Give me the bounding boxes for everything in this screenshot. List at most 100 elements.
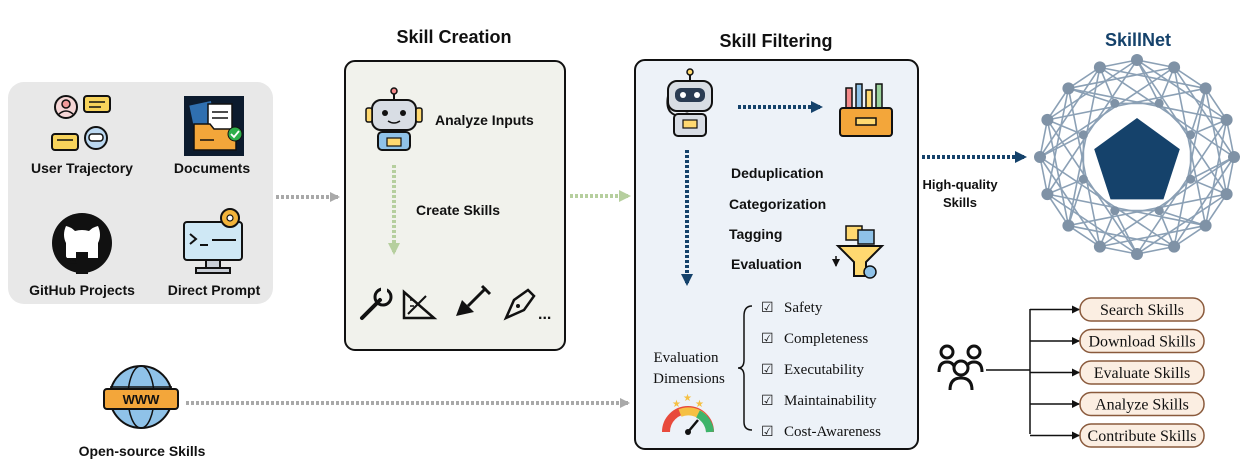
network-node [1062, 219, 1075, 232]
network-edge [1204, 193, 1228, 227]
user-trajectory-label: User Trajectory [31, 160, 133, 176]
search-skills-button[interactable]: Search Skills [1079, 297, 1205, 322]
eval-dimensions-label-line2: Dimensions [653, 371, 725, 387]
create-skills-label: Create Skills [416, 202, 500, 218]
user-trajectory-icon [51, 95, 111, 151]
ruler-triangle-icon [402, 289, 438, 320]
toolbox-icon [839, 83, 893, 137]
wrench-icon [360, 285, 393, 320]
network-node [1093, 61, 1106, 74]
network-node [1110, 98, 1120, 108]
check-glyph: ☑ [761, 423, 774, 439]
network-node [1131, 54, 1143, 66]
network-edge [1068, 224, 1175, 248]
network-node [1034, 151, 1046, 163]
network-edge [1190, 156, 1235, 180]
www-text: WWW [123, 392, 161, 407]
network-node [1228, 151, 1240, 163]
network-node [1199, 219, 1212, 232]
gauge-icon: ★ ★ ★ [662, 393, 714, 435]
network-edge [1067, 178, 1085, 226]
step-categorization: Categorization [729, 196, 826, 212]
network-edge [1190, 178, 1227, 195]
analyze-skills-button[interactable]: Analyze Skills [1079, 391, 1205, 417]
skill-filtering-title: Skill Filtering [719, 31, 832, 51]
search-skills-label: Search Skills [1100, 302, 1184, 319]
network-edge [1046, 88, 1070, 195]
network-node [1041, 113, 1054, 126]
analyze-skills-label: Analyze Skills [1095, 397, 1189, 414]
dimensions-brace [737, 305, 753, 431]
svg-text:★: ★ [695, 399, 704, 410]
documents-label: Documents [174, 160, 250, 176]
network-edge [1082, 102, 1116, 136]
network-edge [1067, 66, 1101, 90]
network-edge [1173, 156, 1235, 248]
network-edge [1173, 224, 1207, 248]
network-edge [1158, 210, 1175, 247]
network-node [1168, 240, 1181, 253]
network-node [1154, 98, 1164, 108]
contribute-skills-label: Contribute Skills [1088, 428, 1197, 445]
eval-dimensions-label-line1: Evaluation [654, 350, 719, 366]
network-edge [1204, 88, 1228, 195]
more-tools-ellipsis: ... [538, 306, 551, 323]
download-skills-label: Download Skills [1088, 334, 1195, 351]
dimension-completeness: ☑ Completeness [761, 330, 868, 347]
network-edge [1114, 210, 1138, 255]
network-edge [1204, 119, 1228, 226]
dimension-label: Maintainability [784, 393, 877, 409]
documents-icon [184, 96, 244, 156]
network-edge [1046, 119, 1070, 226]
network-node [1093, 240, 1106, 253]
network-edge [1225, 156, 1235, 195]
network-edge [1158, 178, 1192, 212]
network-node [1220, 188, 1233, 201]
action-pill[interactable] [1079, 297, 1205, 322]
step-deduplication: Deduplication [731, 165, 824, 181]
network-edge [1047, 178, 1084, 195]
network-edge [1046, 59, 1138, 121]
network-edge [1136, 59, 1160, 104]
network-edge [1225, 119, 1235, 158]
action-pill[interactable] [1079, 423, 1205, 448]
action-pill[interactable] [1079, 328, 1205, 354]
network-edge [1173, 66, 1235, 158]
evaluate-skills-button[interactable]: Evaluate Skills [1079, 360, 1205, 385]
network-node [1168, 61, 1181, 74]
dimension-label: Executability [784, 362, 864, 378]
network-edge [1136, 245, 1175, 255]
monitor-icon [183, 208, 243, 274]
dimension-label: Safety [784, 300, 823, 316]
network-edge [1136, 193, 1228, 255]
check-glyph: ☑ [761, 361, 774, 377]
network-edge [1204, 87, 1228, 121]
dimension-safety: ☑ Safety [761, 299, 823, 316]
network-edge [1068, 66, 1175, 90]
action-pill[interactable] [1079, 360, 1205, 385]
network-edge [1039, 156, 1049, 195]
network-node [1062, 82, 1075, 95]
contribute-skills-button[interactable]: Contribute Skills [1079, 423, 1205, 448]
globe-icon: WWW [103, 365, 179, 429]
network-edge [1039, 134, 1084, 158]
network-node [1199, 82, 1212, 95]
high-quality-label-line2: Skills [943, 195, 977, 210]
network-edge [1099, 59, 1138, 69]
action-pill[interactable] [1079, 391, 1205, 417]
skill-filtering-panel [634, 59, 919, 450]
download-skills-button[interactable]: Download Skills [1079, 328, 1205, 354]
funnel-icon [832, 225, 885, 279]
dimension-maintainability: ☑ Maintainability [761, 392, 877, 409]
network-node [1078, 174, 1088, 184]
skillnet-network [1034, 54, 1240, 260]
network-edge [1039, 119, 1049, 158]
shovel-icon [456, 284, 492, 316]
evaluate-skills-label: Evaluate Skills [1094, 365, 1190, 382]
network-edge [1189, 88, 1207, 136]
dimension-executability: ☑ Executability [761, 361, 864, 378]
open-source-skills-label: Open-source Skills [79, 443, 206, 459]
dimension-label: Completeness [784, 331, 868, 347]
